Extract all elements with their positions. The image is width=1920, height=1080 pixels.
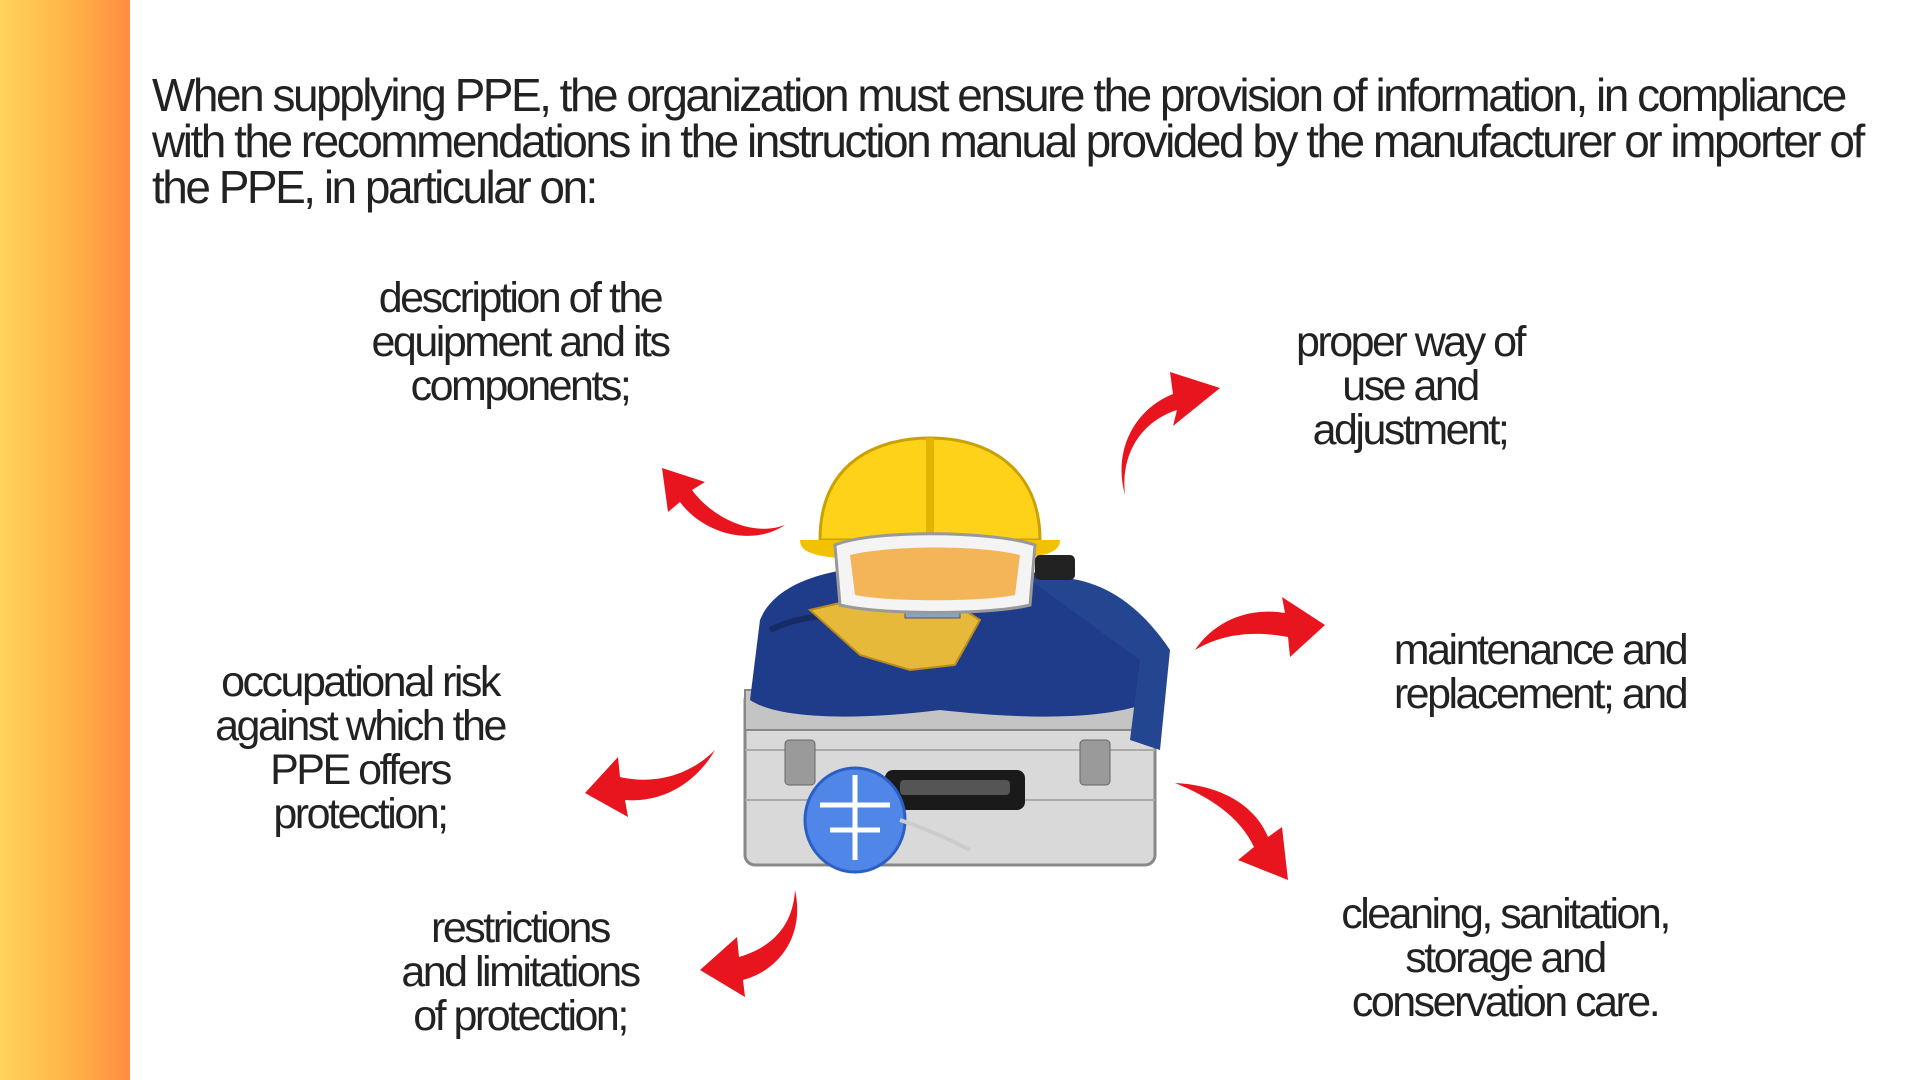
item-occupational-risk: occupational risk against which the PPE … xyxy=(215,658,507,838)
curved-arrow-icon xyxy=(1175,783,1288,880)
item-maintenance: maintenance and replacement; and xyxy=(1393,626,1689,718)
item-description: description of the equipment and its com… xyxy=(371,274,671,410)
curved-arrow-icon xyxy=(662,468,785,536)
item-restrictions: restrictions and limitations of protecti… xyxy=(401,904,641,1040)
accent-side-bar xyxy=(0,0,130,1080)
respirator-mask-icon xyxy=(803,766,971,874)
page-heading: When supplying PPE, the organization mus… xyxy=(152,69,1865,213)
ppe-kit-illustration xyxy=(743,436,1170,874)
curved-arrow-icon xyxy=(585,750,715,817)
safety-goggles-icon xyxy=(833,532,1075,614)
curved-arrow-icon xyxy=(1121,372,1220,495)
item-proper-use: proper way of use and adjustment; xyxy=(1295,318,1527,454)
item-cleaning: cleaning, sanitation, storage and conser… xyxy=(1341,890,1671,1026)
curved-arrow-icon xyxy=(1195,597,1325,657)
curved-arrow-icon xyxy=(700,890,798,997)
